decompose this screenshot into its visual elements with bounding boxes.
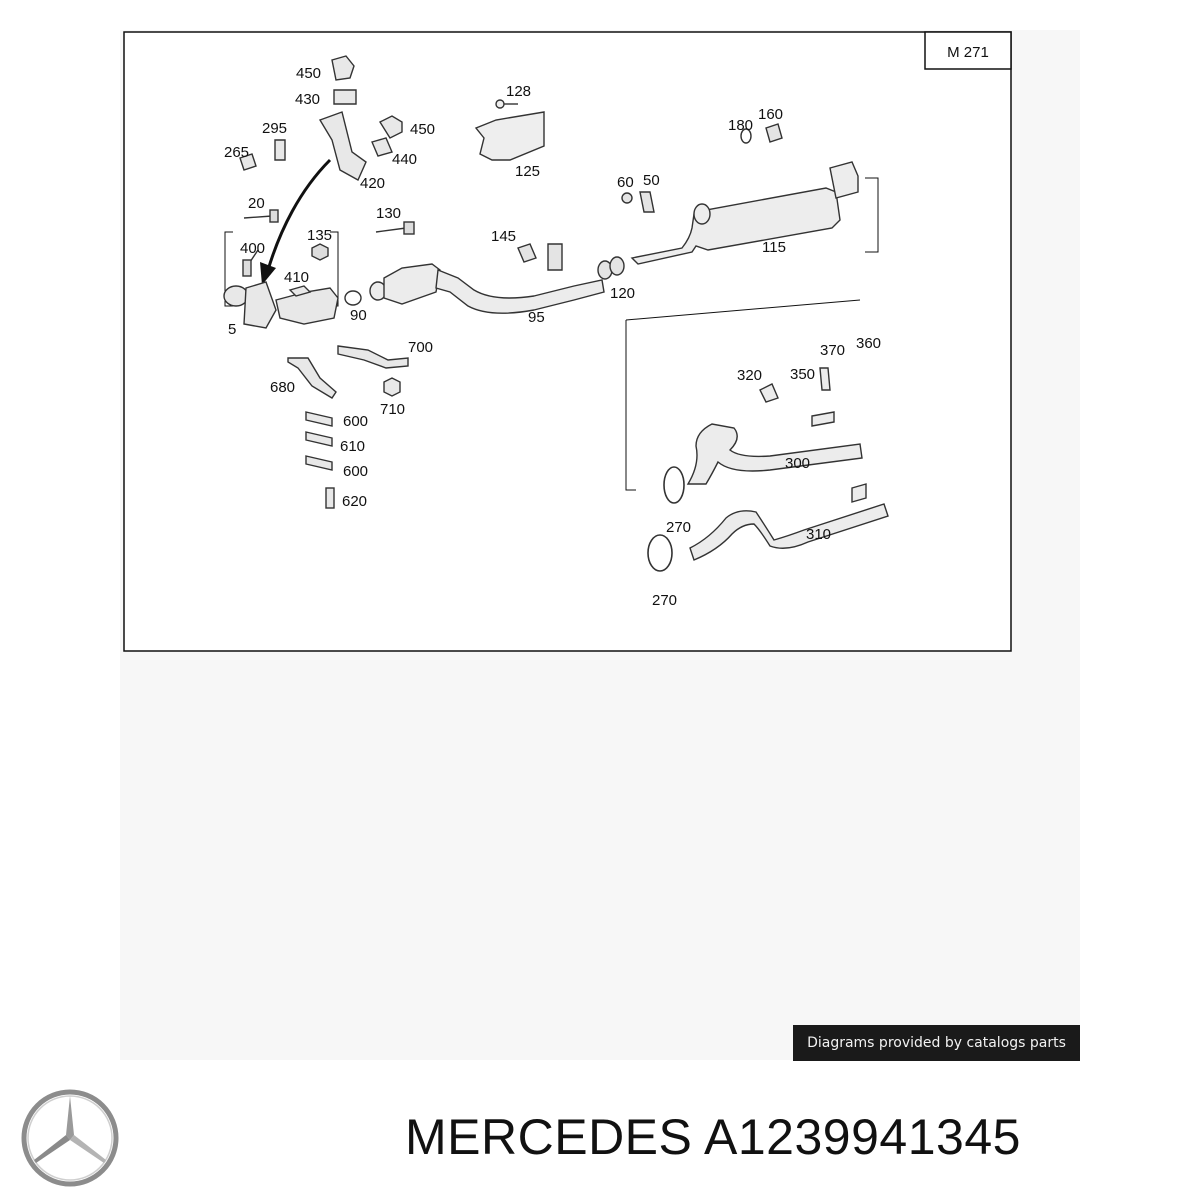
part-title: MERCEDES A1239941345 (405, 1108, 1021, 1166)
brand-name: MERCEDES (405, 1109, 693, 1165)
callout-label: 440 (392, 151, 417, 168)
callout-label: 265 (224, 144, 249, 161)
tailpipes-alternate (686, 367, 889, 561)
callout-label: 90 (350, 307, 367, 324)
callout-label: 310 (806, 526, 831, 543)
callout-label: 350 (790, 366, 815, 383)
lower-brackets (287, 345, 409, 509)
rear-silencer (630, 161, 859, 265)
callout-label: 410 (284, 269, 309, 286)
hardware-60-50-180-160 (621, 123, 783, 213)
part-number: A1239941345 (704, 1109, 1021, 1165)
callout-label: 20 (248, 195, 265, 212)
assembly-arrow (260, 158, 332, 285)
heat-shield-bracket (474, 99, 545, 161)
bolts-20-400 (242, 209, 279, 277)
callout-label: 450 (410, 121, 435, 138)
credit-banner: Diagrams provided by catalogs parts (793, 1025, 1080, 1061)
callout-label: 295 (262, 120, 287, 137)
callout-label: 95 (528, 309, 545, 326)
callout-label: 320 (737, 367, 762, 384)
callout-label: 450 (296, 65, 321, 82)
callout-label: 50 (643, 172, 660, 189)
callout-label: 60 (617, 174, 634, 191)
callout-label: 128 (506, 83, 531, 100)
callout-label: 610 (340, 438, 365, 455)
callout-label: 700 (408, 339, 433, 356)
callout-label: 600 (343, 413, 368, 430)
callout-label: 430 (295, 91, 320, 108)
callout-label: 680 (270, 379, 295, 396)
callout-label: 130 (376, 205, 401, 222)
callout-label: 180 (728, 117, 753, 134)
callout-label: 620 (342, 493, 367, 510)
callout-label: 145 (491, 228, 516, 245)
callout-label: 360 (856, 335, 881, 352)
callout-label: 710 (380, 401, 405, 418)
engine-code-box (924, 31, 1012, 70)
engine-code: M 271 (947, 44, 989, 61)
callout-label: 135 (307, 227, 332, 244)
callout-label: 270 (652, 592, 677, 609)
callout-label: 400 (240, 240, 265, 257)
callout-label: 420 (360, 175, 385, 192)
callout-labels: 450 430 450 440 420 295 265 20 400 410 1… (224, 65, 881, 609)
callout-label: 270 (666, 519, 691, 536)
callout-label: 600 (343, 463, 368, 480)
mercedes-star-logo (21, 1089, 119, 1187)
callout-label: 125 (515, 163, 540, 180)
callout-label: 300 (785, 455, 810, 472)
fasteners-135-130-90 (311, 221, 415, 306)
callout-label: 120 (610, 285, 635, 302)
hanger-145-clamp-120 (517, 243, 625, 280)
intermediate-pipe (369, 263, 605, 314)
clamps-270 (647, 466, 685, 572)
callout-label: 115 (762, 239, 786, 256)
callout-label: 5 (228, 321, 236, 338)
callout-label: 160 (758, 106, 783, 123)
diagram-frame (123, 31, 1012, 652)
callout-label: 370 (820, 342, 845, 359)
hanger-assembly (239, 55, 403, 181)
catalytic-converter (223, 281, 339, 329)
